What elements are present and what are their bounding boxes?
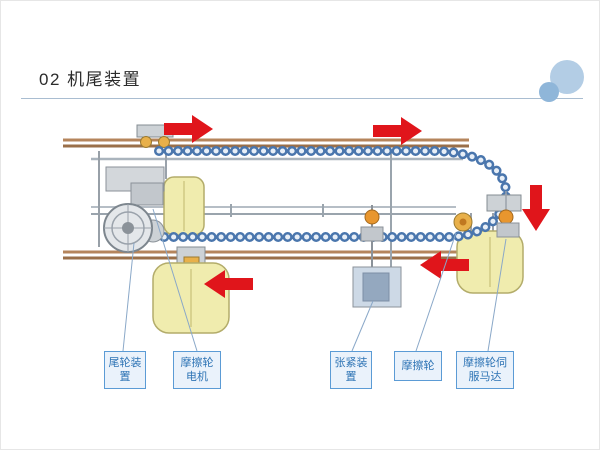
callout-tail-wheel-device: 尾轮装置: [104, 351, 146, 389]
decor-circle-small: [539, 82, 559, 102]
callout-tensioning-device: 张紧装置: [330, 351, 372, 389]
callout-label: 摩擦轮电机: [180, 357, 214, 383]
callout-label: 张紧装置: [334, 357, 368, 383]
callout-leader-lines: [122, 208, 507, 352]
friction-drive-assembly: [453, 191, 522, 238]
callout-label: 摩擦轮伺服马达: [463, 357, 507, 383]
flow-arrow-right-side: [522, 185, 550, 231]
overhead-rails: [63, 138, 523, 269]
callout-friction-wheel-servo: 摩擦轮伺服马达: [456, 351, 514, 389]
flow-arrows: [164, 115, 550, 298]
callout-friction-wheel-motor: 摩擦轮电机: [173, 351, 221, 389]
flow-arrow-top-right: [373, 117, 422, 145]
callout-label: 尾轮装置: [108, 357, 142, 383]
page-title: 02 机尾装置: [39, 70, 142, 89]
flow-arrow-top-left: [164, 115, 213, 143]
title-divider: [21, 98, 583, 99]
callout-friction-wheel: 摩擦轮: [394, 351, 442, 381]
carrier-block-left: [163, 176, 205, 236]
rail-trolley: [136, 124, 174, 179]
flow-arrow-bottom-left: [204, 270, 253, 298]
flow-arrow-bottom-right: [420, 251, 469, 279]
tension-device: [352, 205, 402, 308]
tail-wheel-assembly: [103, 166, 165, 253]
callout-label: 摩擦轮: [401, 360, 435, 372]
